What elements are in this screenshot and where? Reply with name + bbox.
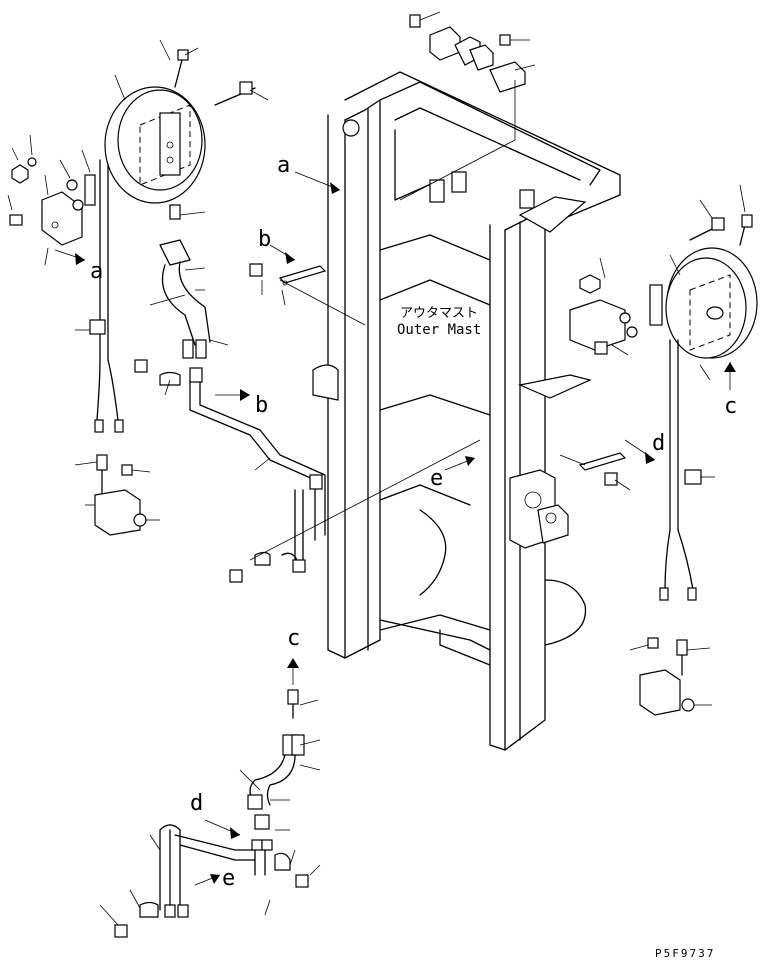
- callout-b-left: b: [255, 393, 268, 418]
- right-hose-reel: [629, 184, 758, 716]
- callout-e-bottom: e: [222, 866, 235, 891]
- top-bracket-parts: [399, 11, 536, 201]
- bottom-piping: [99, 689, 321, 938]
- outer-mast-label-en: Outer Mast: [397, 322, 481, 338]
- callout-b-mid: b: [258, 227, 271, 252]
- callout-c-right: c: [724, 394, 737, 419]
- right-bracket-assembly: [559, 257, 638, 491]
- callout-arrows: [54, 171, 736, 886]
- callout-d-right: d: [652, 431, 665, 456]
- callout-e-mid: e: [430, 466, 443, 491]
- outer-mast-frame: [312, 71, 621, 751]
- plate-b-assembly: [249, 263, 327, 306]
- drawing-code: P5F9737: [655, 947, 715, 960]
- left-piping: [134, 204, 481, 583]
- outer-mast-label-jp: アウタマスト: [400, 306, 478, 321]
- callout-d-bottom: d: [190, 791, 203, 816]
- callout-c-bottom: c: [287, 626, 300, 651]
- callout-a-top: a: [277, 153, 290, 178]
- callout-a-left: a: [90, 259, 103, 284]
- left-hose-reel: [7, 39, 269, 536]
